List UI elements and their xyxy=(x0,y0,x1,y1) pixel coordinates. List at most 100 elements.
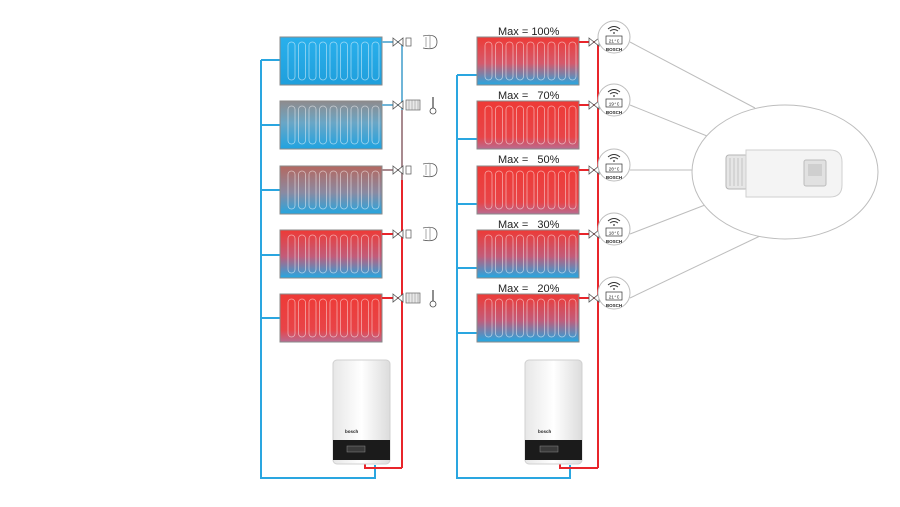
controller-display-value: 21°C xyxy=(609,295,620,301)
left-valve-1 xyxy=(392,37,404,47)
left-radiator-fin xyxy=(340,234,348,274)
left-valve-3 xyxy=(392,165,404,175)
right-radiator-fin xyxy=(505,41,514,81)
left-radiator-fin xyxy=(361,105,369,145)
callout-connector-4 xyxy=(629,204,706,235)
controller-brand: BOSCH xyxy=(606,303,622,308)
right-radiator-fin xyxy=(495,170,503,210)
right-radiator-fin xyxy=(526,105,535,145)
right-radiator-4 xyxy=(476,229,580,279)
right-valve-1 xyxy=(588,37,600,47)
right-radiator-fin xyxy=(526,41,535,81)
left-radiator-fin xyxy=(329,41,338,81)
controller-display xyxy=(605,35,623,45)
left-radiator-fin xyxy=(361,298,369,338)
right-radiator-fin xyxy=(495,41,503,81)
right-radiator-fin xyxy=(516,234,524,274)
thermostat-callout xyxy=(691,104,879,240)
thermostatic-head-icon xyxy=(405,290,437,308)
smart-valve-controller: 21°C BOSCH xyxy=(597,276,631,310)
right-radiator-fin xyxy=(484,105,493,145)
thermostatic-head-icon xyxy=(405,97,437,115)
right-max-label-1: Max = 100% xyxy=(498,26,560,38)
left-radiator-4 xyxy=(279,229,383,279)
smart-valve-controller: 19°C BOSCH xyxy=(597,83,631,117)
right-radiator-fin xyxy=(558,298,566,338)
left-radiator-fin xyxy=(287,170,296,210)
left-radiator-fin xyxy=(371,170,380,210)
right-radiator-fin xyxy=(516,105,524,145)
right-radiator-fins xyxy=(484,41,577,338)
right-radiator-fin xyxy=(505,298,514,338)
right-radiator-fin xyxy=(547,234,556,274)
left-radiator-fin xyxy=(298,234,306,274)
wifi-icon xyxy=(607,26,621,34)
left-radiator-fin xyxy=(329,170,338,210)
right-radiator-fin xyxy=(516,41,524,81)
wifi-icon xyxy=(607,218,621,226)
left-radiator-fin xyxy=(308,41,317,81)
left-radiator-fin xyxy=(350,298,359,338)
right-valves: 21°CBOSCH19°CBOSCH20°CBOSCH18°CBOSCH21°C… xyxy=(588,20,631,310)
manual-knob-icon xyxy=(405,162,438,178)
right-radiator-fin xyxy=(547,41,556,81)
left-valve-4 xyxy=(392,229,404,239)
left-radiator-fin xyxy=(308,105,317,145)
right-max-label-3: Max = 50% xyxy=(498,154,560,166)
callout-connector-5 xyxy=(629,235,761,299)
right-radiator-fin xyxy=(558,234,566,274)
right-radiator-fin xyxy=(526,170,535,210)
right-valve-3 xyxy=(588,165,600,175)
left-radiator-fin xyxy=(329,234,338,274)
left-radiator-fin xyxy=(319,234,327,274)
right-radiator-fin xyxy=(526,298,535,338)
left-radiator-fin xyxy=(308,298,317,338)
right-radiator-fin xyxy=(568,234,577,274)
right-radiator-fin xyxy=(516,170,524,210)
right-valve-5 xyxy=(588,293,600,303)
controller-display xyxy=(605,98,623,108)
controller-brand: BOSCH xyxy=(606,47,622,52)
right-radiator-fin xyxy=(547,170,556,210)
wifi-icon xyxy=(607,89,621,97)
right-radiator-fin xyxy=(505,234,514,274)
left-radiator-fin xyxy=(371,105,380,145)
right-radiator-fin xyxy=(558,41,566,81)
left-radiator-fin xyxy=(350,41,359,81)
left-radiator-fin xyxy=(340,105,348,145)
left-radiator-fin xyxy=(287,105,296,145)
controller-display-value: 19°C xyxy=(609,102,620,108)
left-radiator-fin xyxy=(361,41,369,81)
right-heating-system: Max = 100% Max = 70% Max = 50% Max = 30%… xyxy=(456,20,879,479)
controller-display-value: 21°C xyxy=(609,39,620,45)
right-radiator-fin xyxy=(568,105,577,145)
left-boiler-brand: bosch xyxy=(345,429,359,434)
left-radiator-fin xyxy=(350,234,359,274)
left-radiator-fin xyxy=(340,298,348,338)
left-radiator-fin xyxy=(350,105,359,145)
left-heating-system: bosch xyxy=(260,34,438,479)
left-boiler: bosch xyxy=(332,359,391,465)
right-radiator-2 xyxy=(476,100,580,150)
right-radiator-fin xyxy=(547,105,556,145)
callout-connector-1 xyxy=(629,41,756,109)
left-radiator-fin xyxy=(298,170,306,210)
left-radiator-fin xyxy=(298,298,306,338)
left-radiator-fin xyxy=(308,170,317,210)
left-radiator-fin xyxy=(371,234,380,274)
left-radiator-5 xyxy=(279,293,383,343)
controller-brand: BOSCH xyxy=(606,110,622,115)
right-radiator-5 xyxy=(476,293,580,343)
left-radiator-fin xyxy=(319,170,327,210)
wifi-icon xyxy=(607,282,621,290)
left-radiator-fin xyxy=(340,170,348,210)
controller-brand: BOSCH xyxy=(606,175,622,180)
smart-thermostat-icon xyxy=(725,149,843,198)
left-radiator-fin xyxy=(308,234,317,274)
left-radiator-fin xyxy=(350,170,359,210)
right-radiator-fin xyxy=(568,298,577,338)
right-radiator-fin xyxy=(537,105,545,145)
left-radiator-fin xyxy=(298,105,306,145)
